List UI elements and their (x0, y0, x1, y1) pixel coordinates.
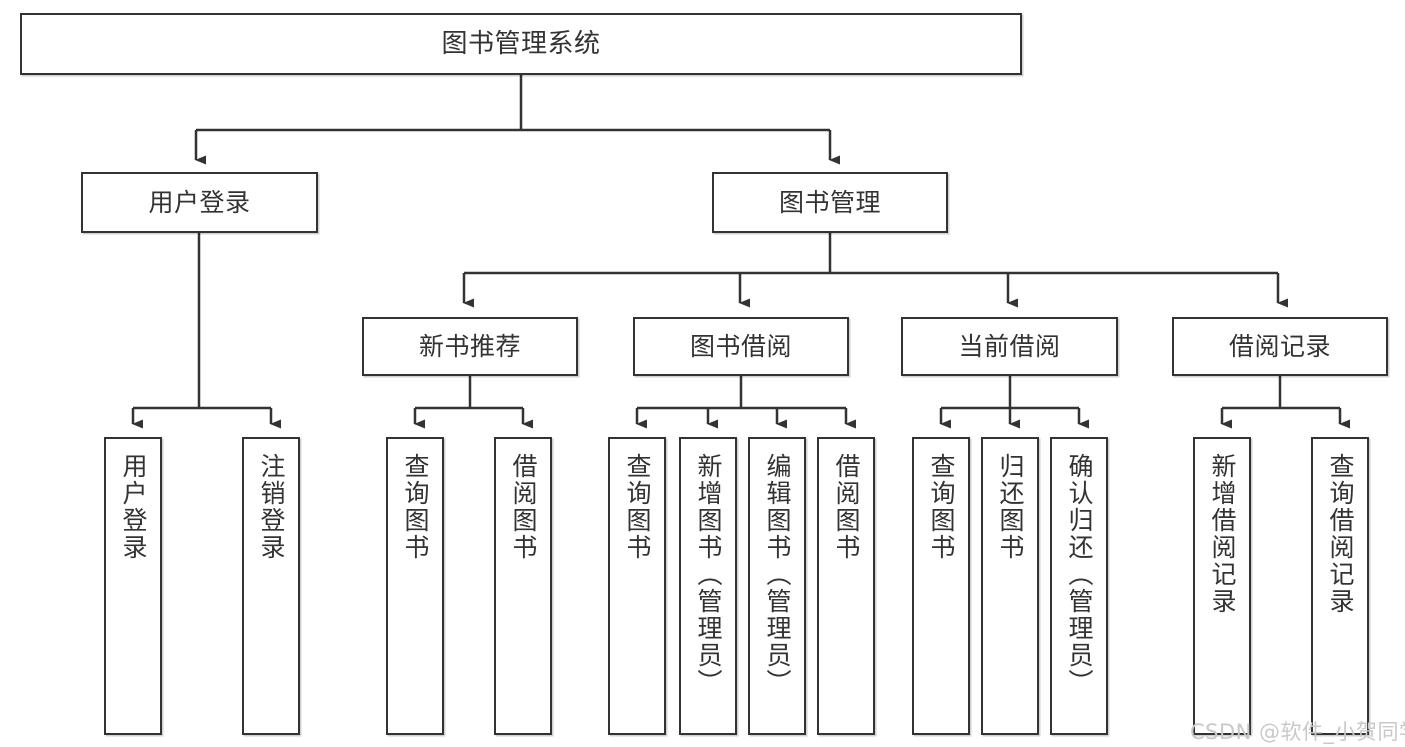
node-label: 用户登录 (148, 187, 251, 217)
node-label: 用户登录 (119, 453, 148, 561)
node-user-login[interactable]: 用户登录 (81, 172, 318, 233)
node-label: 查询图书 (623, 453, 652, 561)
node-label: 归还图书 (996, 453, 1025, 561)
node-label: 借阅图书 (832, 453, 861, 561)
node-borrow-record[interactable]: 借阅记录 (1172, 317, 1388, 376)
node-leaf-user-login[interactable]: 用户登录 (104, 437, 162, 735)
node-label: 编辑图书（管理员） (763, 453, 792, 696)
node-leaf-borrow-book-recommend[interactable]: 借阅图书 (494, 437, 552, 735)
node-label: 查询借阅记录 (1326, 453, 1355, 615)
node-leaf-query-book-current[interactable]: 查询图书 (912, 437, 970, 735)
node-label: 当前借阅 (958, 331, 1061, 361)
node-book-management[interactable]: 图书管理 (712, 172, 948, 233)
node-label: 新增借阅记录 (1208, 453, 1237, 615)
node-leaf-query-borrow-record[interactable]: 查询借阅记录 (1311, 437, 1369, 735)
node-label: 借阅图书 (509, 453, 538, 561)
node-label: 查询图书 (927, 453, 956, 561)
node-new-book-recommend[interactable]: 新书推荐 (362, 317, 578, 376)
node-book-borrow[interactable]: 图书借阅 (633, 317, 849, 376)
node-label: 查询图书 (401, 453, 430, 561)
node-leaf-query-book-recommend[interactable]: 查询图书 (386, 437, 444, 735)
node-leaf-edit-book-admin[interactable]: 编辑图书（管理员） (748, 437, 806, 735)
node-label: 图书借阅 (689, 331, 792, 361)
watermark-text: CSDN @软件_小贺同学 (1190, 720, 1405, 744)
node-leaf-borrow-book[interactable]: 借阅图书 (817, 437, 875, 735)
node-current-borrow[interactable]: 当前借阅 (901, 317, 1118, 376)
node-label: 注销登录 (257, 453, 286, 561)
node-leaf-confirm-return-admin[interactable]: 确认归还（管理员） (1050, 437, 1108, 735)
node-leaf-logout[interactable]: 注销登录 (242, 437, 300, 735)
node-leaf-add-book-admin[interactable]: 新增图书（管理员） (679, 437, 737, 735)
node-leaf-return-book[interactable]: 归还图书 (981, 437, 1039, 735)
node-label: 确认归还（管理员） (1065, 453, 1094, 696)
node-label: 借阅记录 (1228, 331, 1331, 361)
node-label: 图书管理系统 (441, 28, 601, 59)
node-label: 新增图书（管理员） (694, 453, 723, 696)
node-leaf-add-borrow-record[interactable]: 新增借阅记录 (1193, 437, 1251, 735)
node-label: 图书管理 (778, 187, 881, 217)
node-leaf-query-book-borrow[interactable]: 查询图书 (608, 437, 666, 735)
node-label: 新书推荐 (418, 331, 521, 361)
node-root-library-system[interactable]: 图书管理系统 (20, 13, 1022, 75)
